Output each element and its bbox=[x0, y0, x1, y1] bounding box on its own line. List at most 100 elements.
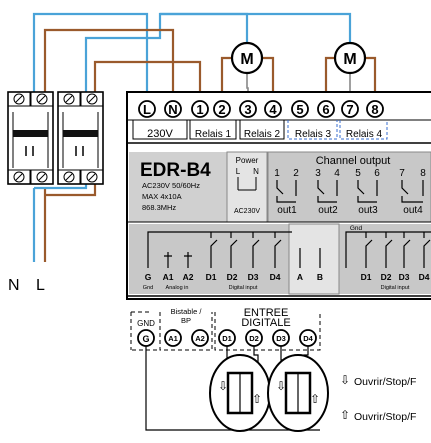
device-model: EDR-B4 bbox=[140, 160, 211, 181]
svg-text:A1: A1 bbox=[168, 334, 178, 343]
arrow-down-icon: ⇩ bbox=[276, 379, 286, 393]
input-label-d1: D1 bbox=[206, 272, 217, 282]
channel-num-8: 8 bbox=[420, 168, 426, 179]
power-sub: AC230V bbox=[234, 208, 260, 215]
right-input-sub: Digital input bbox=[381, 285, 410, 291]
motor1-wire-left bbox=[220, 56, 232, 101]
breaker-1 bbox=[7, 91, 54, 185]
entree-label-2: DIGITALE bbox=[241, 317, 290, 329]
top-terminal-7: 7 bbox=[341, 100, 359, 118]
right-input-d3: D3 bbox=[399, 272, 410, 282]
svg-text:D2: D2 bbox=[249, 334, 259, 343]
svg-text:1: 1 bbox=[196, 102, 203, 117]
right-input-d1: D1 bbox=[361, 272, 372, 282]
note-down-arrow-icon: ⇩ bbox=[340, 373, 350, 387]
svg-text:7: 7 bbox=[346, 102, 353, 117]
right-gnd-label: Gnd bbox=[350, 225, 363, 232]
input-sub-gnd: Gnd bbox=[143, 285, 153, 291]
bottom-terminal-block: GND Bistable / BP ENTREE DIGITALE G A1 A… bbox=[130, 307, 321, 351]
group-label-relais4: Relais 4 bbox=[346, 129, 383, 140]
svg-text:G: G bbox=[142, 334, 149, 344]
input-label-a: A bbox=[297, 272, 303, 282]
bistable-label-1: Bistable / bbox=[171, 307, 203, 316]
svg-text:D4: D4 bbox=[303, 334, 313, 343]
top-terminal-6: 6 bbox=[317, 100, 335, 118]
input-label-a2: A2 bbox=[183, 272, 194, 282]
input-sub-digital: Digital input bbox=[229, 285, 258, 291]
channel-num-4: 4 bbox=[334, 168, 340, 179]
bottom-terminal-d1: D1 bbox=[218, 329, 236, 347]
motor-1: M bbox=[230, 41, 264, 75]
input-label-b: B bbox=[317, 272, 323, 282]
device-spec-current: MAX 4x10A bbox=[142, 192, 182, 201]
supply-label-n: N bbox=[8, 277, 20, 294]
power-symbol bbox=[237, 177, 257, 191]
bottom-terminal-d4: D4 bbox=[299, 329, 317, 347]
device-body bbox=[126, 91, 431, 300]
input-sub-analog: Analog in bbox=[166, 285, 189, 291]
entree-label-1: ENTREE bbox=[244, 307, 289, 319]
input-contact-symbols bbox=[147, 231, 431, 268]
svg-text:L: L bbox=[143, 102, 151, 117]
channel-num-2: 2 bbox=[293, 168, 299, 179]
motor-2-label: M bbox=[343, 51, 356, 68]
group-label-230v: 230V bbox=[147, 128, 173, 140]
power-term-l: L bbox=[236, 167, 241, 176]
top-terminal-8: 8 bbox=[366, 100, 384, 118]
bistable-label-2: BP bbox=[181, 316, 191, 325]
svg-text:A2: A2 bbox=[195, 334, 205, 343]
top-terminal-1: 1 bbox=[191, 100, 209, 118]
note-up-arrow-icon: ⇧ bbox=[340, 408, 350, 422]
svg-text:D1: D1 bbox=[222, 334, 232, 343]
arrow-down-icon: ⇩ bbox=[218, 379, 228, 393]
top-terminal-N: N bbox=[164, 100, 182, 118]
motor2-wire-left bbox=[324, 56, 335, 101]
right-input-d2: D2 bbox=[381, 272, 392, 282]
motor-2: M bbox=[333, 41, 367, 75]
input-label-d4: D4 bbox=[270, 272, 281, 282]
motor1-wire-right bbox=[262, 56, 275, 101]
top-terminal-4: 4 bbox=[264, 100, 282, 118]
svg-text:6: 6 bbox=[322, 102, 329, 117]
output-label-1: out1 bbox=[277, 205, 297, 216]
input-label-a1: A1 bbox=[163, 272, 174, 282]
blue-wire-motor1 bbox=[160, 12, 249, 43]
input-label-d3: D3 bbox=[248, 272, 259, 282]
bottom-terminal-d3: D3 bbox=[272, 329, 290, 347]
top-terminal-2: 2 bbox=[213, 100, 231, 118]
note-down-text: Ouvrir/Stop/F bbox=[354, 376, 416, 388]
input-label-d2: D2 bbox=[227, 272, 238, 282]
group-label-relais1: Relais 1 bbox=[195, 129, 232, 140]
channel-num-5: 5 bbox=[355, 168, 361, 179]
channel-num-1: 1 bbox=[274, 168, 280, 179]
pushbutton-switch-2: ⇩ ⇧ bbox=[267, 354, 329, 432]
svg-text:3: 3 bbox=[244, 102, 251, 117]
blue-wire-motor2 bbox=[84, 12, 352, 92]
arrow-up-icon: ⇧ bbox=[252, 392, 262, 406]
arrow-up-icon: ⇧ bbox=[310, 392, 320, 406]
device-spec-voltage: AC230V 50/60Hz bbox=[142, 181, 200, 190]
output-label-4: out4 bbox=[403, 205, 423, 216]
supply-wire-L2 bbox=[45, 180, 97, 197]
channel-title: Channel output bbox=[316, 155, 391, 167]
bottom-terminal-g: G bbox=[137, 329, 155, 347]
top-terminal-L: L bbox=[138, 100, 156, 118]
blue-wire-L bbox=[32, 12, 149, 101]
channel-num-7: 7 bbox=[399, 168, 405, 179]
input-label-g: G bbox=[145, 272, 152, 282]
svg-text:N: N bbox=[168, 102, 177, 117]
svg-text:8: 8 bbox=[371, 102, 378, 117]
motor-1-label: M bbox=[240, 51, 253, 68]
svg-text:4: 4 bbox=[269, 102, 277, 117]
bottom-terminal-a2: A2 bbox=[191, 329, 209, 347]
motor2-wire-right bbox=[365, 56, 377, 101]
svg-text:5: 5 bbox=[296, 102, 303, 117]
brown-wire-N bbox=[43, 28, 175, 101]
svg-text:D3: D3 bbox=[276, 334, 286, 343]
pushbutton-switch-1: ⇩ ⇧ bbox=[209, 354, 271, 432]
supply-label-l: L bbox=[36, 277, 45, 294]
svg-text:2: 2 bbox=[218, 102, 225, 117]
output-label-3: out3 bbox=[358, 205, 378, 216]
